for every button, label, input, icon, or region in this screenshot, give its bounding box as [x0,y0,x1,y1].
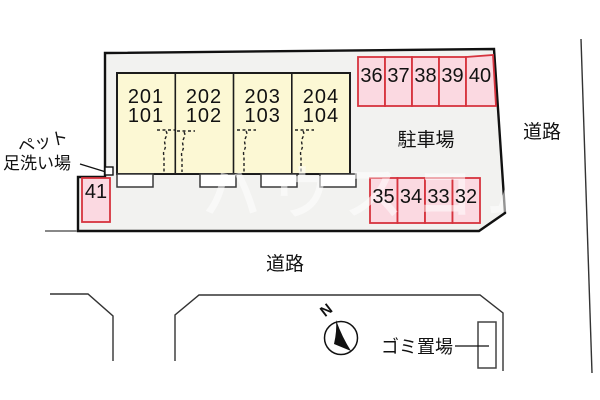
stall-33-number: 33 [427,186,449,208]
entry-dashed-2 [177,130,195,172]
unit-201-label: 201 [128,86,164,108]
unit-203-label: 203 [245,86,281,108]
stall-39-number: 39 [441,65,463,87]
pet-wash-label-line2: 足洗い場 [3,154,71,173]
unit-104-label: 104 [303,105,339,127]
stall-36-number: 36 [360,65,382,87]
road-edge-bottom [174,294,504,371]
stall-41 [81,177,111,223]
stall-34 [396,177,426,224]
stall-37 [384,56,413,107]
unit-204-label: 204 [303,86,339,108]
garbage-area-box [477,321,497,369]
stall-41-number: 41 [85,181,107,203]
watermark: ハウスコム [203,162,558,226]
stall-38-number: 38 [414,65,436,87]
unit-202-label: 202 [186,86,222,108]
road-right-label: 道路 [523,121,561,143]
compass-north-label: N [317,301,336,321]
pet-wash-label-line1: ペット [16,128,70,157]
porch-2 [199,173,237,188]
pet-wash-leader-line [79,163,107,173]
unit-101-label: 101 [128,105,164,127]
entry-dashed-1 [157,129,175,172]
stall-32-number: 32 [455,186,477,208]
road-edge-left-corner [50,293,114,361]
parking-area-label: 駐車場 [397,129,454,151]
stall-35-number: 35 [372,186,394,208]
garbage-area-label: ゴミ置場 [381,337,453,357]
stall-40-number: 40 [469,65,491,87]
porch-3 [260,173,298,188]
stall-37-number: 37 [387,65,409,87]
stall-32 [451,177,481,224]
pet-wash-marker [104,166,114,176]
unit-102-label: 102 [186,105,222,127]
compass-needle [334,320,351,351]
porch-1 [116,173,154,188]
stall-39 [438,56,467,107]
stall-34-number: 34 [400,186,422,208]
unit-103-label: 103 [245,105,281,127]
road-edge-right [580,38,593,374]
stall-36 [357,56,386,107]
stall-40 [465,54,497,107]
road-bottom-label: 道路 [266,253,304,275]
porch-4 [319,173,357,188]
entry-dashed-3 [237,129,256,172]
entry-dashed-4 [295,129,314,172]
